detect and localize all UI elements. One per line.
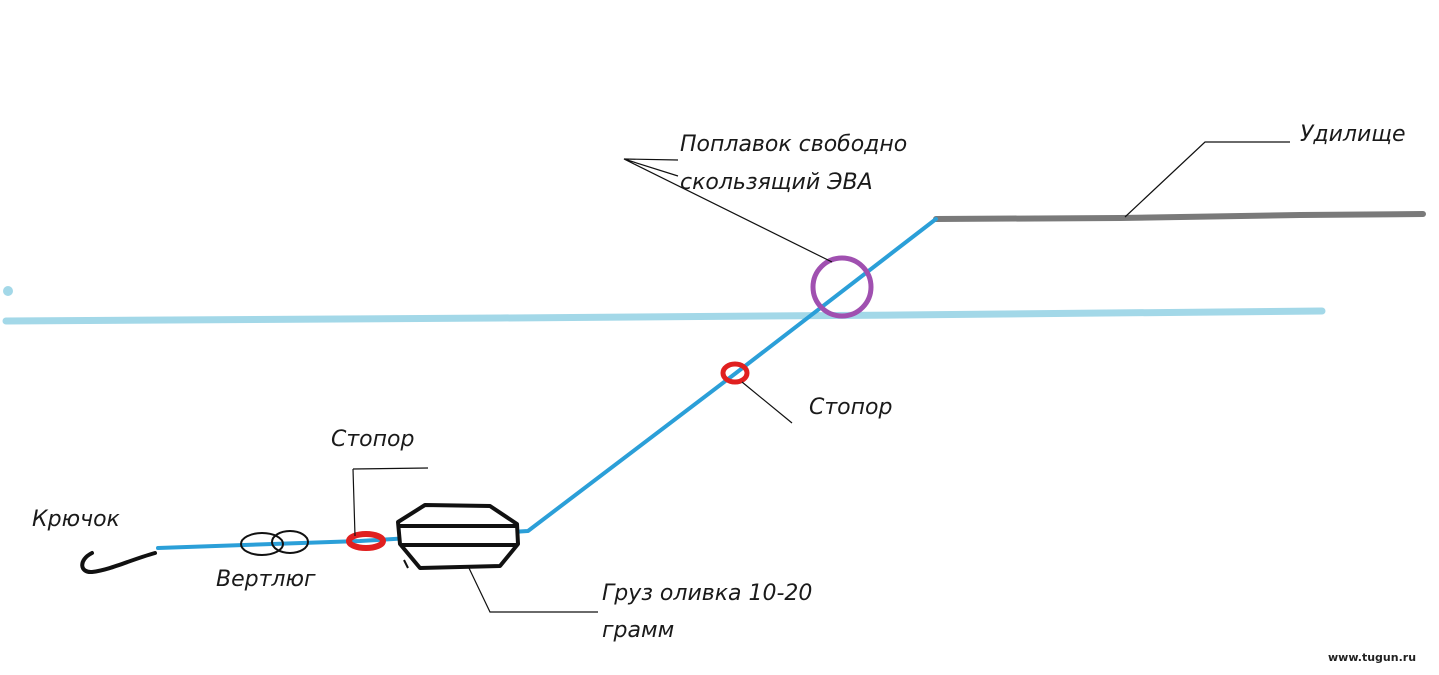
swivel-ring-left (240, 532, 284, 556)
label-sinker-line1: Груз оливка 10-20 (602, 581, 812, 606)
leader-rod (1124, 141, 1290, 218)
float-eva (810, 255, 874, 319)
stopper-upper (720, 361, 750, 385)
watermark: www.tugun.ru (1328, 651, 1416, 664)
hook (80, 551, 157, 574)
label-stopper-lower: Стопор (331, 427, 414, 452)
rod-line (933, 211, 1426, 222)
water-surface-line (2, 307, 1326, 325)
water-surface (2, 286, 1326, 325)
label-float-line1: Поплавок свободно (680, 132, 907, 157)
leader-stopper-upper (741, 381, 793, 424)
label-sinker-line2: грамм (602, 618, 674, 643)
fishing-line (156, 217, 938, 550)
label-hook: Крючок (32, 507, 121, 532)
label-rod: Удилище (1300, 122, 1406, 147)
sinker-body (396, 503, 520, 570)
leader-sinker (467, 565, 598, 613)
leader-float (623, 158, 833, 263)
sinker-tick (403, 559, 409, 569)
label-swivel: Вертлюг (216, 567, 316, 592)
leader-stopper-lower (352, 467, 429, 537)
label-float-line2: скользящий ЭВА (680, 170, 873, 195)
swivel-ring-right (271, 530, 309, 554)
stopper-lower (346, 531, 386, 551)
swivel (240, 530, 309, 556)
leader-lines (352, 141, 1290, 613)
water-surface-dot (3, 286, 13, 296)
label-stopper-upper: Стопор (809, 395, 892, 420)
olive-sinker (396, 503, 520, 570)
